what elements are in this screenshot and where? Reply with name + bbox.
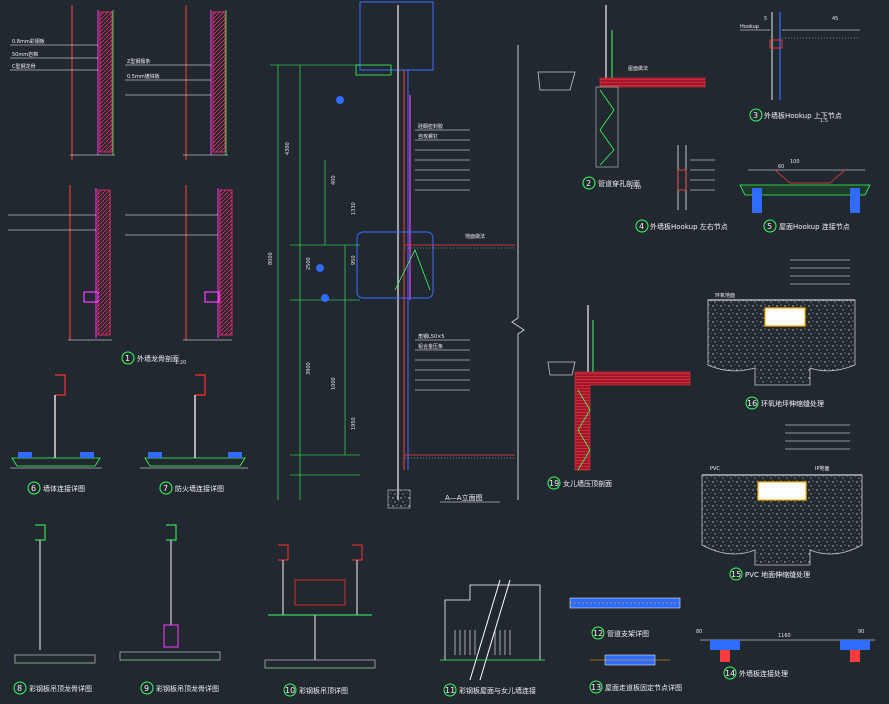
detail-8-9-10-drawings: [14, 524, 376, 669]
detail-19-drawing: [547, 305, 691, 471]
detail-number: 6: [31, 484, 36, 493]
section-title: A—A立面图: [445, 493, 483, 502]
detail-title: PVC 地面伸缩缝处理: [745, 570, 810, 579]
layer-note: 0.8mm彩钢板: [12, 38, 45, 45]
epoxy-label: 环氧地面: [715, 292, 735, 299]
dimension-text: 60: [778, 164, 784, 170]
detail-number: 3: [753, 111, 758, 120]
detail-number: 19: [549, 479, 559, 488]
detail-12-13-14-drawings: [569, 597, 875, 666]
detail-number: 5: [767, 222, 772, 231]
detail-number: 2: [586, 179, 591, 188]
layer-note: 硅酮密封胶: [418, 123, 443, 130]
dimension-text: 90: [858, 629, 864, 635]
detail-4-drawing: [677, 145, 715, 210]
layer-note: C型钢龙骨: [12, 63, 36, 70]
detail-title: 墙体连接详图: [43, 484, 85, 493]
annotation-labels: PVC IP地面 环氧地面 Hookup 地面做法 屋面做法 0.8mm彩钢板 …: [12, 24, 830, 472]
detail-title: 彩钢板吊顶龙骨详图: [29, 684, 92, 693]
scale-text: 1:5: [820, 118, 828, 124]
detail-title: 女儿墙压顶剖面: [563, 479, 612, 488]
detail-number: 4: [639, 222, 644, 231]
detail-6-7-drawings: [10, 374, 248, 469]
dimension-text: 80: [696, 629, 702, 635]
scale-text: 1:10: [630, 185, 641, 191]
detail-title: 管道穿孔剖面: [598, 179, 640, 188]
detail-3-drawing: [740, 12, 860, 100]
detail-1-wall-sections: [8, 5, 233, 341]
detail-number: 11: [445, 686, 455, 695]
detail-title: 防火墙连接详图: [175, 484, 224, 493]
layer-note: 50mm岩棉: [12, 51, 38, 58]
dimension-text: 5: [764, 16, 767, 22]
detail-title: 彩钢板吊顶龙骨详图: [156, 684, 219, 693]
dimension-text: 1000: [331, 377, 337, 390]
dimension-text: 8000: [268, 252, 274, 265]
dimension-text: 1160: [778, 633, 791, 639]
detail-16-drawing: [707, 259, 856, 386]
dimension-labels: 4300 400 1330 2500 950 1000 3900 1950 80…: [268, 16, 864, 639]
dimension-text: 1330: [351, 202, 357, 215]
pvc-label: PVC: [710, 466, 720, 472]
dimension-text: 45: [832, 16, 838, 22]
dimension-text: 950: [351, 255, 357, 265]
detail-number: 10: [285, 686, 295, 695]
detail-15-drawing: [701, 424, 863, 566]
detail-title: 外墙板Hookup 上下节点: [764, 111, 842, 120]
detail-number: 13: [591, 683, 601, 692]
detail-number: 1: [125, 354, 130, 363]
layer-note: 角钢L50×5: [418, 333, 445, 340]
dimension-text: 400: [331, 175, 337, 185]
detail-5-drawing: [739, 169, 871, 213]
layer-note: 0.5mm镀锌板: [127, 73, 160, 80]
detail-title: 外墙板Hookup 左右节点: [650, 222, 728, 231]
dimension-text: 3900: [306, 362, 312, 375]
dimension-text: 2500: [306, 257, 312, 270]
detail-number: 8: [17, 684, 22, 693]
detail-number: 15: [731, 570, 741, 579]
detail-title: 环氧地坪伸缩缝处理: [761, 399, 824, 408]
detail-title: 外墙板连接处理: [739, 669, 788, 678]
detail-labels: 1 外墙龙骨剖面 2 管道穿孔剖面 3 外墙板Hookup 上下节点 4 外墙板…: [13, 108, 850, 697]
detail-number: 9: [144, 684, 149, 693]
hookup-label: Hookup: [740, 24, 759, 30]
detail-number: 7: [163, 484, 168, 493]
detail-11-drawing: [440, 579, 545, 681]
scale-labels: 1:20 1:10 1:5: [175, 118, 828, 366]
layer-note: Z型钢檩条: [127, 58, 150, 65]
ip-label: IP地面: [815, 465, 830, 472]
detail-number: 14: [725, 669, 735, 678]
detail-number: 16: [747, 399, 757, 408]
detail-number: 12: [593, 629, 603, 638]
detail-title: 彩钢板屋面与女儿墙连接: [459, 686, 536, 695]
dimension-text: 100: [790, 159, 800, 165]
detail-title: 彩钢板吊顶详图: [299, 686, 348, 695]
detail-2-drawing: [537, 5, 706, 168]
layer-note: 自攻螺钉: [418, 133, 438, 140]
dimension-text: 1950: [351, 417, 357, 430]
detail-title: 屋面Hookup 连接节点: [779, 222, 850, 231]
detail-title: 屋面走道板固定节点详图: [605, 683, 682, 692]
detail-title: 外墙龙骨剖面: [137, 354, 179, 363]
layer-note: 铝合金压条: [418, 343, 443, 350]
scale-text: 1:20: [175, 360, 186, 366]
floor-note-label: 地面做法: [465, 233, 485, 240]
dimension-text: 4300: [285, 142, 291, 155]
center-elevation-drawing: [270, 1, 525, 509]
detail-title: 管道支架详图: [607, 629, 649, 638]
roof-note-label: 屋面做法: [628, 65, 648, 72]
